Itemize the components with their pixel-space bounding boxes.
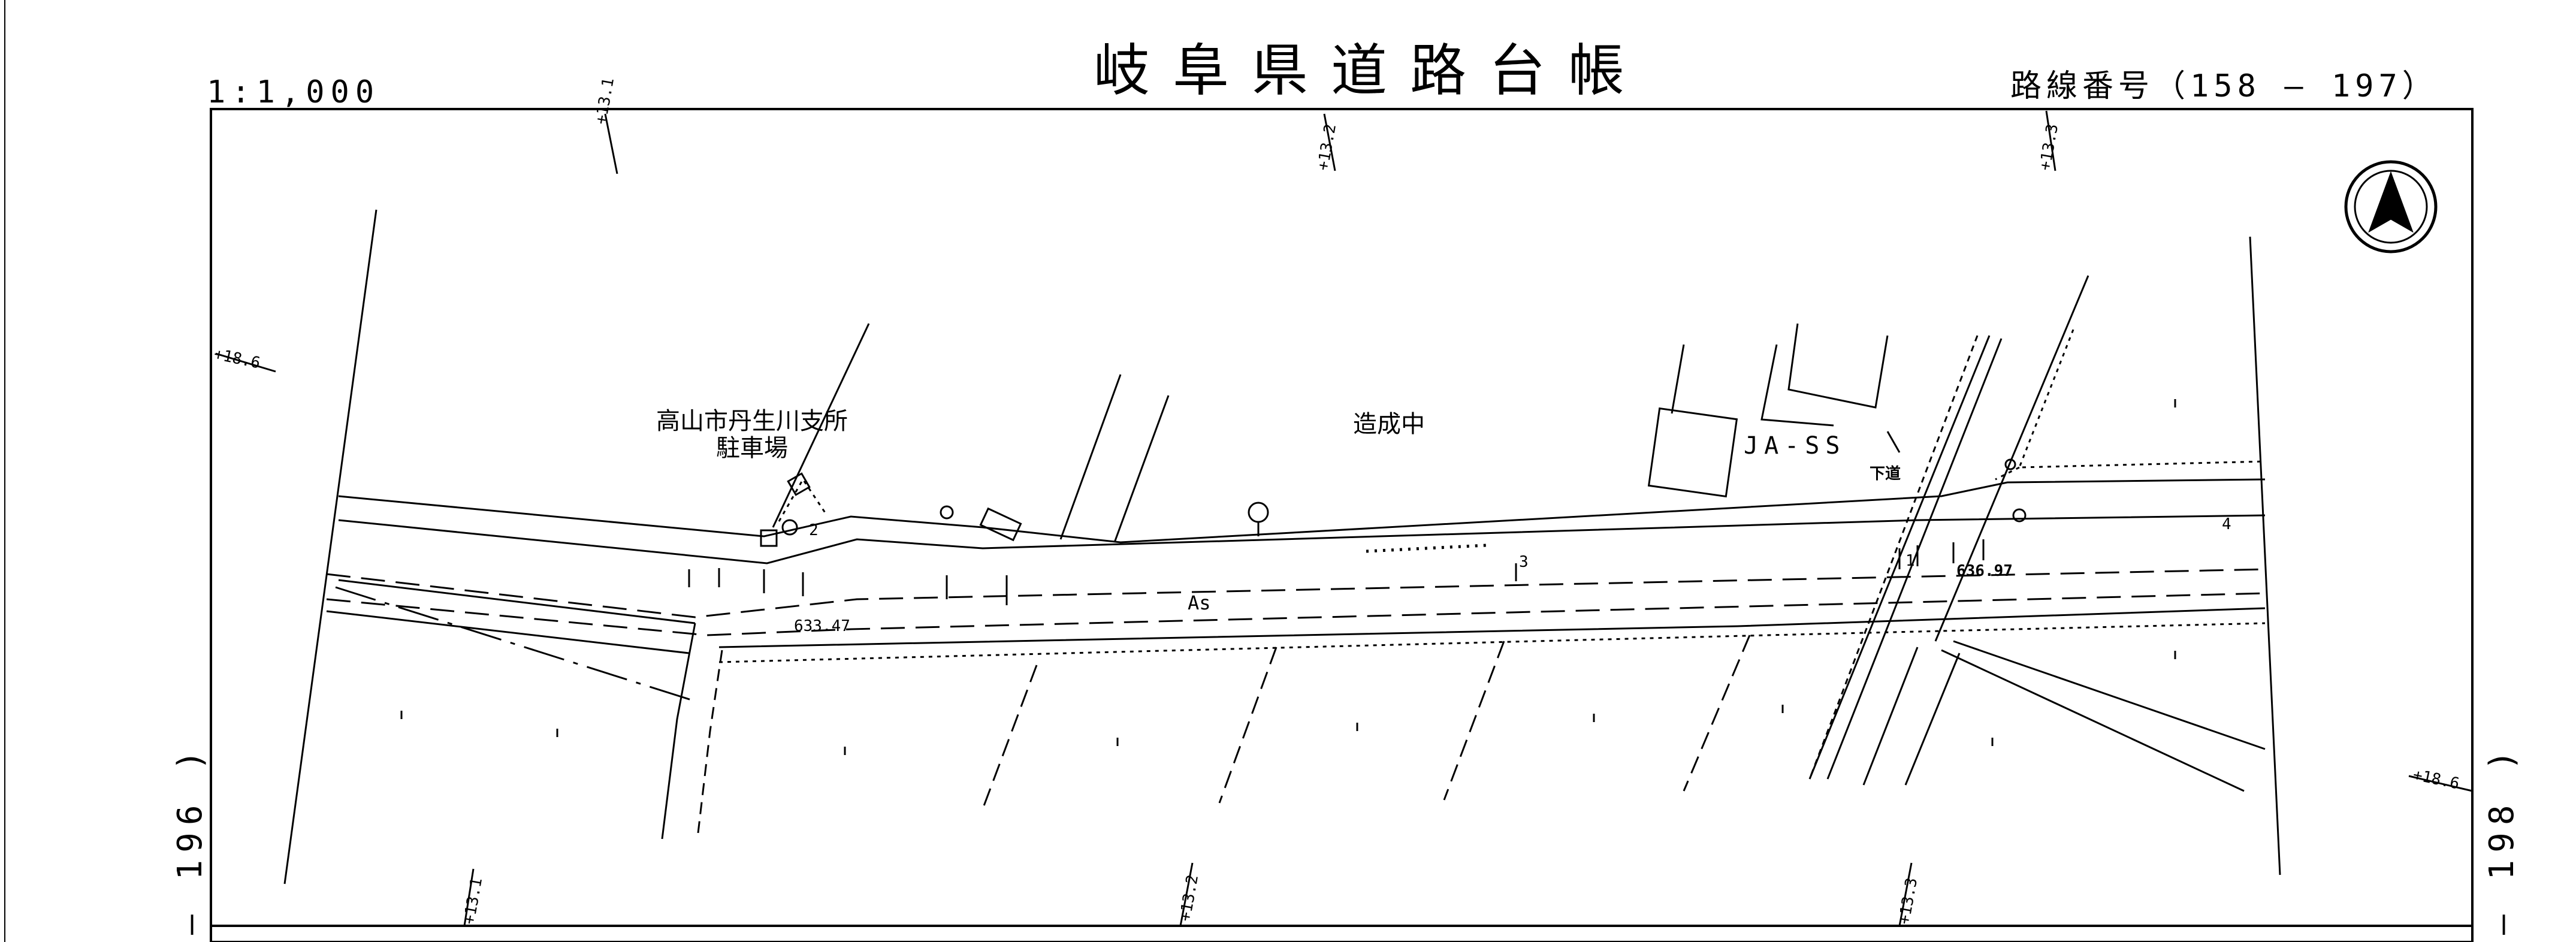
elevation-label: 633.47 bbox=[794, 617, 850, 635]
sheet-title: 岐阜県道路台帳 bbox=[1094, 38, 1648, 104]
sidewalk-label: 下道 bbox=[1870, 465, 1901, 483]
gas-station-label: JA-SS bbox=[1744, 432, 1846, 460]
map-frame bbox=[210, 108, 2474, 942]
pavement-label: As bbox=[1188, 591, 1211, 614]
point-label: 4 bbox=[2222, 515, 2231, 533]
point-label: 3 bbox=[1519, 553, 1529, 571]
parking-label: 駐車場 bbox=[716, 434, 788, 462]
north-arrow-icon bbox=[2344, 160, 2438, 253]
under-construction-label: 造成中 bbox=[1353, 410, 1425, 438]
route-number: 路線番号（158 — 197） bbox=[2010, 68, 2438, 104]
point-label: 2 bbox=[809, 521, 819, 539]
gas-station-building bbox=[1647, 407, 1738, 498]
elevation-label: 636.97 bbox=[1956, 562, 2013, 580]
branch-office-label: 高山市丹生川支所 bbox=[656, 407, 848, 435]
point-label: 1 bbox=[1905, 552, 1915, 570]
scale-label: 1:1,000 bbox=[207, 74, 380, 110]
